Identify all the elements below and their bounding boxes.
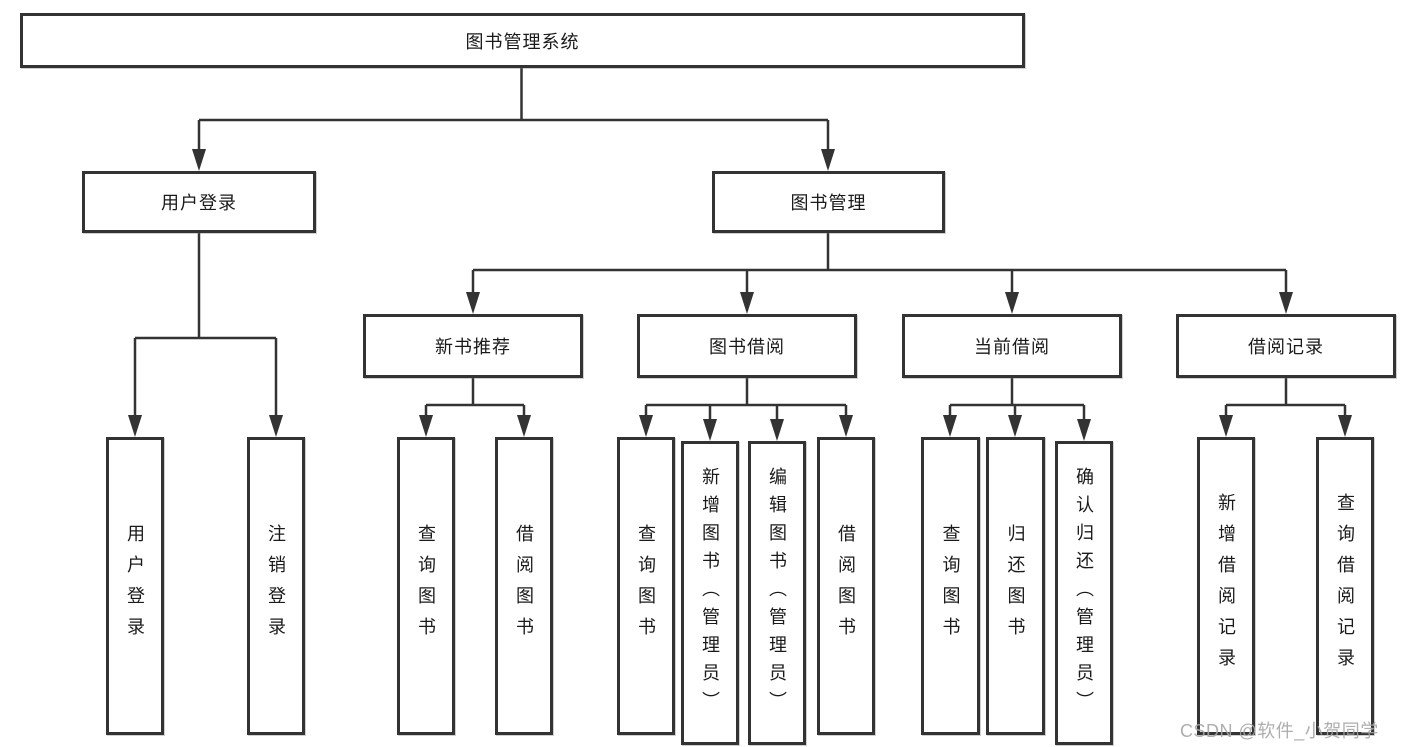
- leaf-borrow-books-recommend-label: 借阅图书: [514, 524, 534, 648]
- node-new-book-recommendation-label: 新书推荐: [435, 337, 511, 357]
- leaf-query-books-recommend: 查询图书: [397, 437, 455, 735]
- node-current-borrowing-label: 当前借阅: [974, 337, 1050, 357]
- leaf-add-borrow-record-label: 新增借阅记录: [1216, 493, 1236, 679]
- node-new-book-recommendation: 新书推荐: [363, 314, 583, 378]
- leaf-user-login: 用户登录: [106, 437, 164, 735]
- node-borrowing-records-label: 借阅记录: [1248, 337, 1324, 357]
- connector-shafts: [133, 68, 1347, 422]
- leaf-borrow-books-recommend: 借阅图书: [495, 437, 553, 735]
- leaf-query-books-borrowing: 查询图书: [617, 437, 675, 735]
- leaf-edit-book-admin-label: 编辑图书（管理员）: [767, 467, 787, 719]
- node-book-management-label: 图书管理: [790, 193, 867, 213]
- leaf-logout: 注销登录: [247, 437, 305, 735]
- node-user-login-label: 用户登录: [161, 193, 237, 213]
- leaf-query-borrow-record-label: 查询借阅记录: [1335, 493, 1355, 679]
- node-current-borrowing: 当前借阅: [902, 314, 1122, 378]
- leaf-return-book-label: 归还图书: [1005, 524, 1026, 648]
- node-borrowing-records: 借阅记录: [1176, 314, 1396, 378]
- arrowheads: [128, 149, 1352, 441]
- leaf-user-login-label: 用户登录: [125, 524, 145, 648]
- node-book-borrowing: 图书借阅: [637, 314, 857, 378]
- leaf-confirm-return-admin: 确认归还（管理员）: [1055, 441, 1113, 745]
- leaf-confirm-return-admin-label: 确认归还（管理员）: [1074, 467, 1094, 719]
- leaf-query-books-current-label: 查询图书: [940, 524, 961, 648]
- leaf-add-borrow-record: 新增借阅记录: [1197, 437, 1255, 735]
- leaf-logout-label: 注销登录: [266, 524, 286, 648]
- node-library-management-system: 图书管理系统: [20, 13, 1025, 68]
- node-library-management-system-label: 图书管理系统: [465, 31, 580, 52]
- leaf-query-books-current: 查询图书: [921, 437, 980, 735]
- leaf-edit-book-admin: 编辑图书（管理员）: [748, 441, 806, 745]
- leaf-query-books-borrowing-label: 查询图书: [636, 524, 656, 648]
- leaf-borrow-books-borrowing: 借阅图书: [817, 437, 875, 735]
- leaf-add-book-admin: 新增图书（管理员）: [681, 441, 739, 745]
- leaf-add-book-admin-label: 新增图书（管理员）: [700, 467, 720, 719]
- watermark: CSDN @软件_小贺同学: [1180, 721, 1379, 741]
- leaf-return-book: 归还图书: [986, 437, 1045, 735]
- leaf-query-books-recommend-label: 查询图书: [416, 524, 436, 648]
- leaf-query-borrow-record: 查询借阅记录: [1316, 437, 1374, 735]
- node-book-borrowing-label: 图书借阅: [709, 337, 785, 357]
- node-user-login: 用户登录: [82, 171, 316, 233]
- leaf-borrow-books-borrowing-label: 借阅图书: [836, 524, 856, 648]
- node-book-management: 图书管理: [712, 171, 945, 233]
